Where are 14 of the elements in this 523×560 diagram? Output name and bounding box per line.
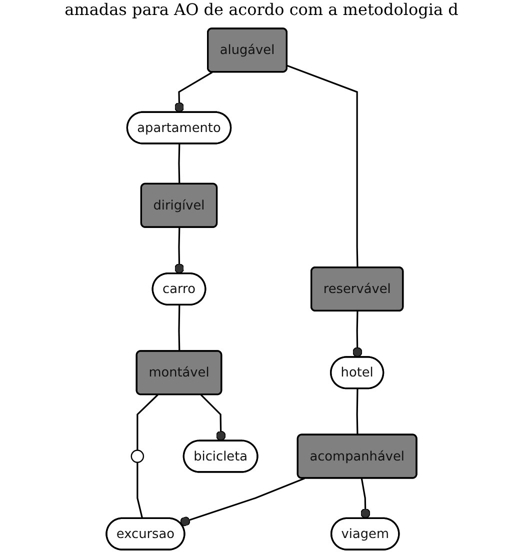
connector (136, 394, 158, 450)
connector (178, 144, 180, 184)
connector (356, 388, 358, 435)
connector (352, 311, 362, 358)
connector (286, 64, 358, 268)
heading-text: amadas para AO de acordo com a metodologia d (64, 0, 458, 19)
connector (180, 478, 305, 526)
connector (200, 394, 226, 441)
node-circle (130, 450, 144, 463)
connector (360, 478, 370, 519)
connector (136, 462, 144, 519)
connector (174, 227, 184, 274)
connector (174, 72, 213, 112)
connector (178, 305, 180, 352)
